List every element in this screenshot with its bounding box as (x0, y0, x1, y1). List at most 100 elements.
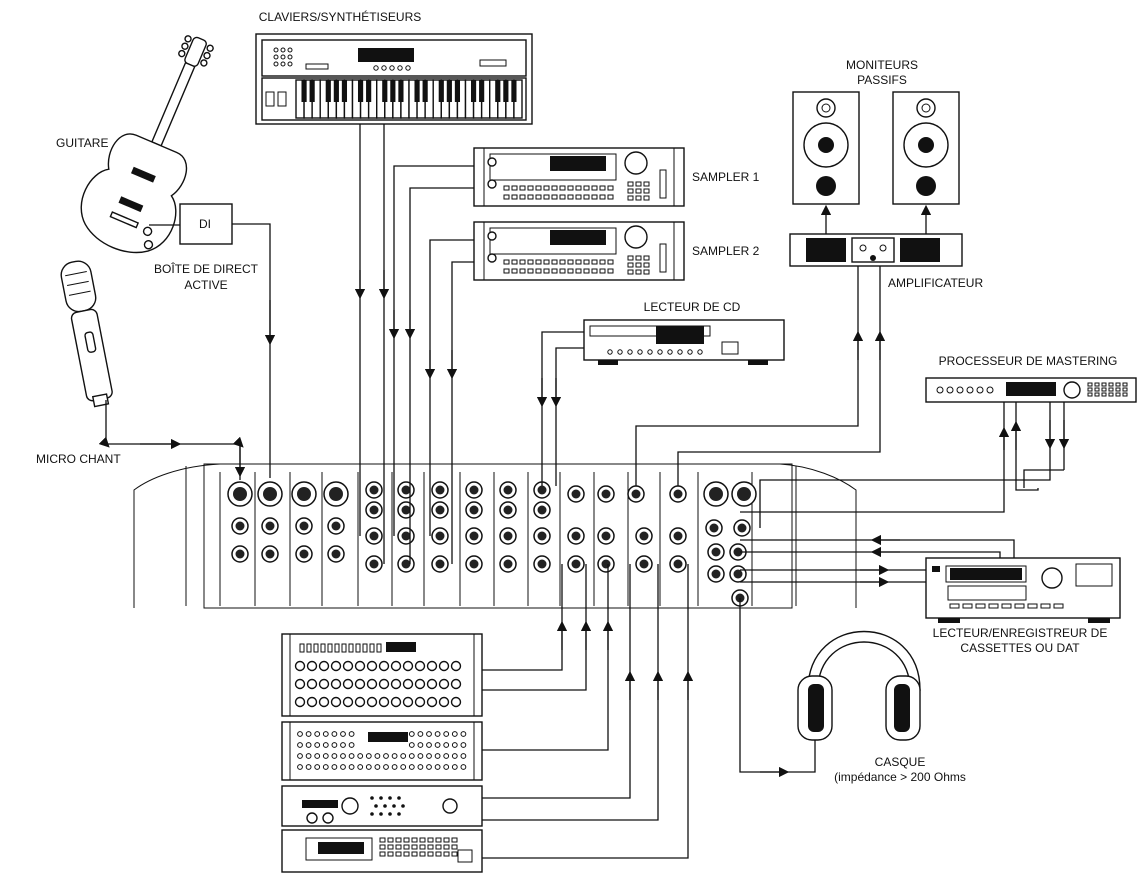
button (314, 742, 321, 748)
label-monitors-line2: PASSIFS (857, 73, 907, 87)
jack-hole (601, 489, 611, 499)
button (1101, 387, 1107, 392)
button (583, 185, 590, 191)
knob (306, 696, 318, 708)
button (607, 259, 614, 265)
led (388, 812, 392, 816)
knob-dot (287, 54, 293, 60)
fader (299, 643, 305, 653)
jack-hole (503, 559, 513, 569)
button (511, 268, 518, 274)
key-black (366, 80, 372, 102)
button (1087, 387, 1093, 392)
button (599, 194, 606, 200)
xlr-pin (263, 487, 277, 501)
button (643, 188, 650, 194)
knob (487, 179, 497, 189)
button (535, 268, 542, 274)
button (635, 269, 642, 275)
knob (294, 660, 306, 672)
button (443, 753, 450, 759)
sampler-1 (473, 147, 685, 207)
button (583, 259, 590, 265)
knob (426, 696, 438, 708)
keyboard-synth (255, 33, 533, 125)
button (417, 742, 424, 748)
jack-hole (369, 531, 379, 541)
key-black (495, 80, 501, 102)
led (379, 796, 383, 800)
button (1122, 387, 1128, 392)
button (365, 753, 372, 759)
button (383, 753, 389, 759)
button (340, 742, 346, 748)
button (331, 731, 338, 737)
button (607, 349, 613, 355)
rack-effect-3 (281, 785, 483, 827)
xlr-pin (297, 487, 311, 501)
fader (369, 643, 375, 653)
knob (342, 678, 354, 690)
jack-hole (369, 485, 379, 495)
key-black (333, 80, 339, 102)
button (635, 188, 642, 194)
jack-hole (571, 489, 581, 499)
jack-hole (435, 485, 445, 495)
button (511, 194, 518, 200)
button (374, 764, 381, 770)
knob (402, 696, 414, 708)
button (575, 268, 582, 274)
button (395, 851, 402, 857)
button (408, 742, 415, 748)
led (379, 812, 383, 816)
button (417, 731, 424, 737)
button (551, 194, 558, 200)
led (370, 812, 374, 816)
knob-dot (373, 65, 379, 71)
button (627, 255, 634, 261)
button (667, 349, 673, 355)
button (988, 603, 999, 609)
fader (348, 643, 354, 653)
knob (986, 386, 994, 394)
knob (390, 660, 402, 672)
button (607, 185, 614, 191)
button (403, 851, 410, 857)
led (401, 804, 405, 808)
knob (946, 386, 954, 394)
knob-dot (280, 54, 286, 60)
button (305, 742, 312, 748)
button (627, 269, 634, 275)
button (426, 731, 432, 737)
knob (450, 660, 462, 672)
button (503, 268, 510, 274)
jack-hole (673, 531, 683, 541)
jack-hole (235, 521, 245, 531)
jack-hole (639, 531, 649, 541)
knob (450, 678, 462, 690)
label-mastering: PROCESSEUR DE MASTERING (938, 354, 1118, 368)
jack-hole (331, 549, 341, 559)
button (567, 268, 574, 274)
button (519, 185, 526, 191)
button (599, 185, 606, 191)
button (697, 349, 703, 355)
button (1101, 382, 1107, 387)
button (435, 837, 442, 843)
knob (426, 678, 438, 690)
label-headphones-line2: (impédance > 200 Ohms (834, 770, 966, 784)
key-black (438, 80, 444, 102)
button (305, 753, 312, 759)
button (411, 837, 418, 843)
fader (320, 643, 326, 653)
label-sampler-2: SAMPLER 2 (692, 244, 760, 258)
amplifier (789, 233, 963, 267)
jack-hole (673, 489, 683, 499)
button (411, 851, 418, 857)
button (559, 259, 566, 265)
button (297, 742, 303, 748)
knob (450, 696, 462, 708)
fader (341, 643, 347, 653)
label-amplifier: AMPLIFICATEUR (888, 276, 984, 290)
knob-dot (287, 47, 293, 53)
